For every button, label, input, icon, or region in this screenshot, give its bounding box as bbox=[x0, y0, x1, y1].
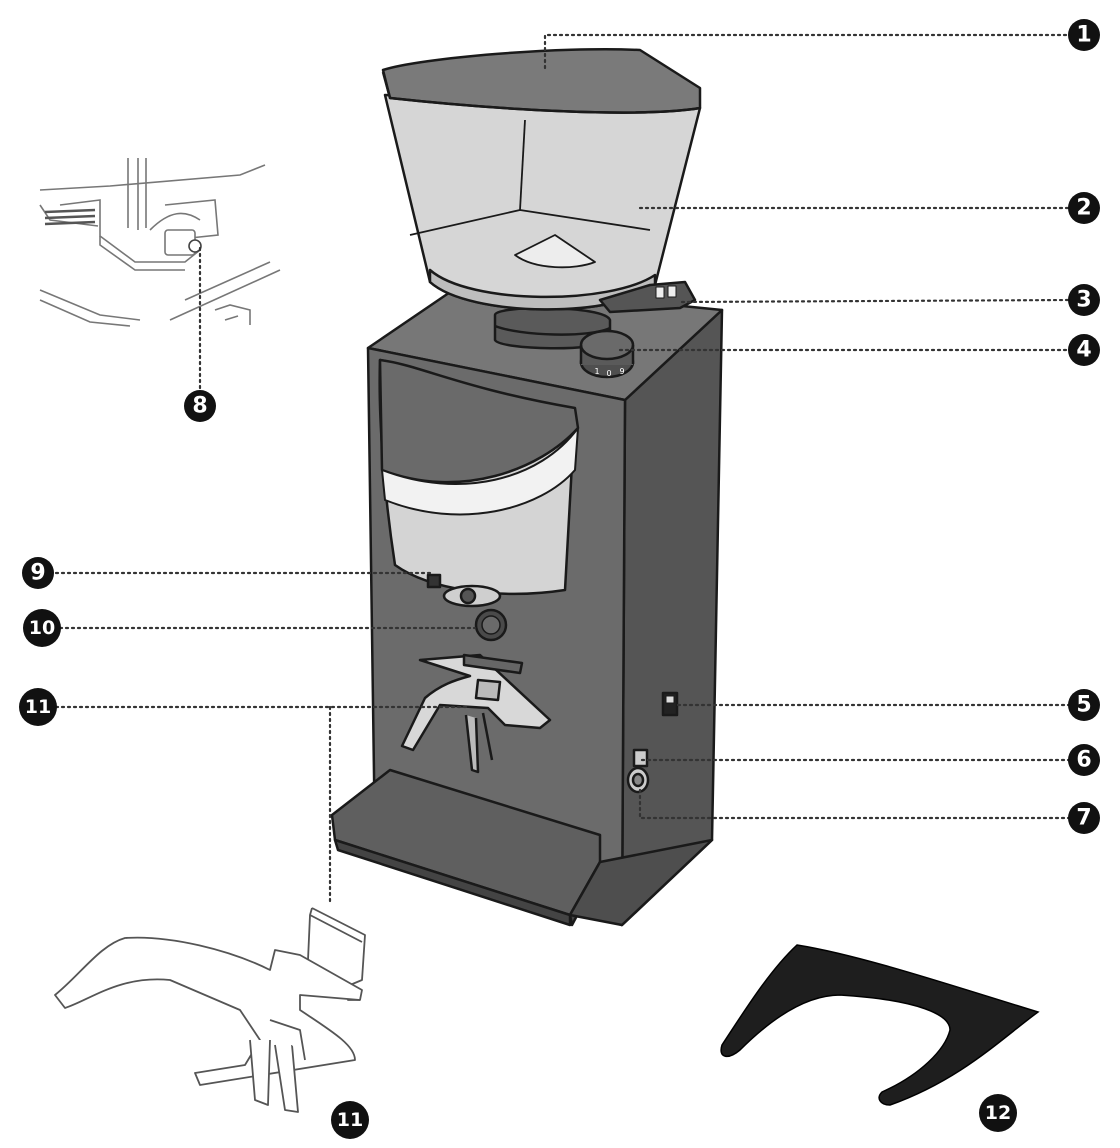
svg-text:2: 2 bbox=[1076, 196, 1091, 221]
callout-1: 1 bbox=[1068, 19, 1100, 51]
svg-text:10: 10 bbox=[29, 617, 55, 639]
drip-mat bbox=[720, 944, 1040, 1106]
svg-text:11: 11 bbox=[25, 696, 51, 718]
svg-text:5: 5 bbox=[1076, 693, 1091, 718]
callout-7: 7 bbox=[1068, 802, 1100, 834]
callout-3: 3 bbox=[1068, 284, 1100, 316]
callout-9: 9 bbox=[22, 557, 54, 589]
callout-11-detached: 11 bbox=[331, 1101, 369, 1139]
knob-scale-label: 1 bbox=[594, 367, 599, 376]
svg-text:3: 3 bbox=[1076, 288, 1091, 313]
callout-10: 10 bbox=[23, 609, 61, 647]
callout-5: 5 bbox=[1068, 689, 1100, 721]
callout-11: 11 bbox=[19, 688, 57, 726]
detached-portafilter-fork-illustration bbox=[54, 907, 366, 1113]
callout-8: 8 bbox=[184, 390, 216, 422]
inset-detail-illustration bbox=[39, 158, 281, 327]
svg-text:11: 11 bbox=[337, 1109, 363, 1131]
callout-12: 12 bbox=[979, 1094, 1017, 1132]
svg-text:1: 1 bbox=[1076, 23, 1091, 48]
leader-lines bbox=[48, 33, 1072, 907]
callout-2: 2 bbox=[1068, 192, 1100, 224]
svg-text:7: 7 bbox=[1076, 806, 1091, 831]
svg-text:12: 12 bbox=[985, 1102, 1011, 1124]
portafilter-fork bbox=[400, 653, 552, 752]
svg-text:9: 9 bbox=[30, 561, 45, 586]
grinder-illustration bbox=[330, 47, 724, 927]
knob-scale-label: 9 bbox=[619, 367, 624, 376]
svg-text:6: 6 bbox=[1076, 748, 1091, 773]
knob-scale: 1 0 9 bbox=[594, 367, 624, 378]
svg-text:8: 8 bbox=[192, 394, 207, 419]
callout-4: 4 bbox=[1068, 334, 1100, 366]
callout-6: 6 bbox=[1068, 744, 1100, 776]
knob-scale-label: 0 bbox=[606, 369, 611, 378]
svg-text:4: 4 bbox=[1076, 338, 1091, 363]
grinder-body-side bbox=[620, 308, 724, 927]
